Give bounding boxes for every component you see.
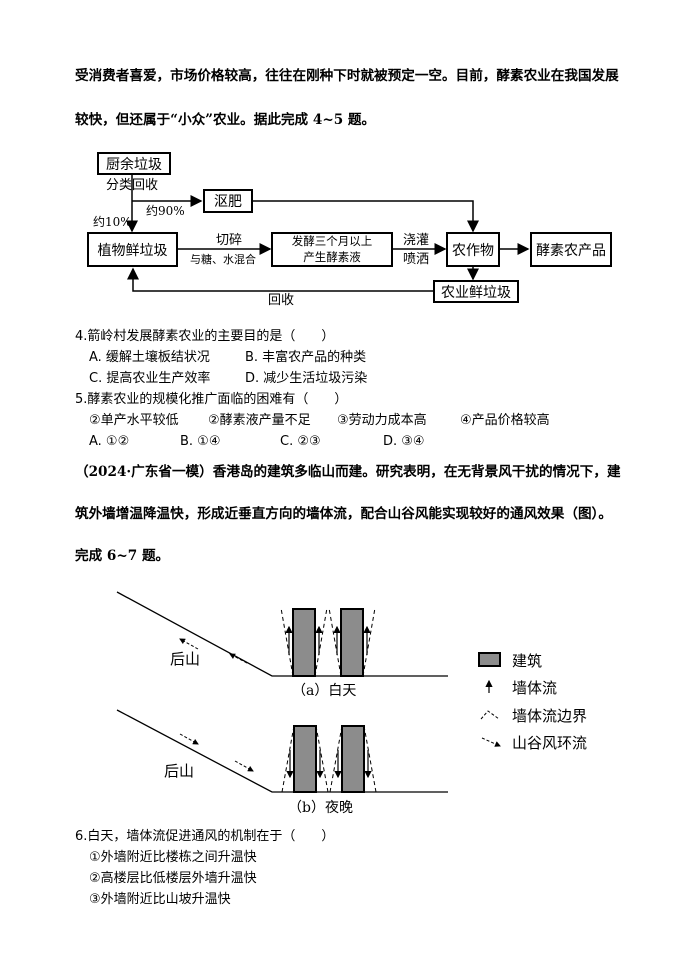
q4-stem: 4.箭岭村发展酵素农业的主要目的是（ ） — [75, 329, 335, 344]
caption-night: （b）夜晚 — [288, 800, 353, 816]
passage2-line-1: （2024·广东省一模）香港岛的建筑多临山而建。研究表明，在无背景风干扰的情况下… — [75, 464, 621, 480]
valley-wind-arrow — [179, 638, 199, 650]
box-kitchen-waste: 厨余垃圾 — [97, 152, 171, 175]
ferment-line-2: 产生酵素液 — [303, 249, 361, 264]
panel-daytime: 后山 （a）白天 — [116, 591, 448, 699]
box-enzyme-products: 酵素农产品 — [530, 232, 612, 267]
slope-ground-b — [116, 709, 448, 793]
q4-option-c: C. 提高农业生产效率 — [89, 371, 211, 386]
valley-wind-arrow — [179, 733, 199, 745]
legend-valley-wind-icon — [481, 737, 501, 747]
mountain-label-b: 后山 — [164, 762, 194, 780]
panel-night: 后山 （b）夜晚 — [116, 709, 448, 816]
q5-item-1: ②单产水平较低 — [89, 413, 179, 428]
label-irrigate: 浇灌 — [403, 233, 430, 248]
mountain-label-a: 后山 — [170, 650, 200, 668]
intro-line-1: 受消费者喜爱，市场价格较高，往往在刚种下时就被预定一空。目前，酵素农业在我国发展 — [75, 68, 619, 84]
q5-option-b: B. ①④ — [180, 434, 221, 449]
q4-option-b: B. 丰富农产品的种类 — [245, 350, 367, 365]
valley-wind-arrow — [229, 653, 248, 664]
legend-building: 建筑 — [512, 652, 542, 670]
box-crops: 农作物 — [446, 232, 500, 267]
box-compost: 沤肥 — [203, 189, 253, 213]
figure-legend: 建筑 墙体流 墙体流边界 山谷风环流 — [478, 652, 587, 752]
building — [340, 608, 364, 677]
building — [292, 608, 316, 677]
wall-flow-arrows-b — [286, 750, 372, 779]
q5-item-2: ②酵素液产量不足 — [208, 413, 311, 428]
wall-flow-arrows-a — [285, 625, 371, 655]
box-ferment: 发酵三个月以上 产生酵素液 — [271, 232, 393, 267]
legend-boundary-icon — [480, 710, 500, 720]
label-10-percent: 约10% — [93, 215, 132, 229]
arrow-compost-to-crops — [253, 200, 479, 233]
slope-ground-a — [116, 591, 448, 677]
box-plant-waste: 植物鲜垃圾 — [87, 232, 178, 267]
label-recycle: 回收 — [268, 293, 295, 308]
label-90-percent: 约90% — [146, 204, 185, 218]
arrow-recycle — [127, 267, 433, 292]
ferment-line-1: 发酵三个月以上 — [291, 233, 373, 248]
q5-item-3: ③劳动力成本高 — [337, 413, 427, 428]
q6-item-3: ③外墙附近比山坡升温快 — [89, 892, 231, 907]
q5-stem: 5.酵素农业的规模化推广面临的困难有（ ） — [75, 392, 348, 407]
label-chop: 切碎 — [216, 233, 243, 248]
q5-option-c: C. ②③ — [280, 434, 321, 449]
label-spray: 喷洒 — [403, 252, 430, 267]
caption-daytime: （a）白天 — [292, 683, 356, 699]
q5-option-d: D. ③④ — [383, 434, 425, 449]
q6-item-1: ①外墙附近比楼栋之间升温快 — [89, 850, 257, 865]
valley-wind-arrow — [234, 760, 254, 772]
building — [293, 725, 317, 793]
q6-item-2: ②高楼层比低楼层外墙升温快 — [89, 871, 257, 886]
box-agri-waste: 农业鲜垃圾 — [433, 280, 519, 303]
q4-option-d: D. 减少生活垃圾污染 — [245, 371, 368, 386]
q4-option-a: A. 缓解土壤板结状况 — [89, 350, 210, 365]
q6-stem: 6.白天，墙体流促进通风的机制在于（ ） — [75, 829, 335, 844]
flowchart-connectors — [126, 174, 530, 292]
wall-flow-figure: 后山 （a）白天 后山 （b）夜晚 建筑 墙体流 墙体流边界 山谷风环流 — [116, 591, 587, 816]
q5-option-a: A. ①② — [89, 434, 130, 449]
building — [341, 725, 365, 793]
legend-wall-flow: 墙体流 — [512, 679, 557, 697]
q5-item-4: ④产品价格较高 — [460, 413, 550, 428]
passage2-line-3: 完成 6~7 题。 — [75, 548, 170, 564]
legend-building-swatch — [478, 652, 501, 667]
intro-line-2: 较快，但还属于“小众”农业。据此完成 4~5 题。 — [75, 112, 376, 128]
legend-valley-wind: 山谷风环流 — [512, 734, 587, 752]
label-mix: 与糖、水混合 — [190, 253, 256, 266]
passage2-line-2: 筑外墙增温降温快，形成近垂直方向的墙体流，配合山谷风能实现较好的通风效果（图）。 — [75, 506, 612, 522]
legend-wall-flow-boundary: 墙体流边界 — [512, 707, 587, 725]
wall-flow-boundaries-a — [280, 607, 376, 677]
label-sort-recycle: 分类回收 — [106, 178, 159, 193]
